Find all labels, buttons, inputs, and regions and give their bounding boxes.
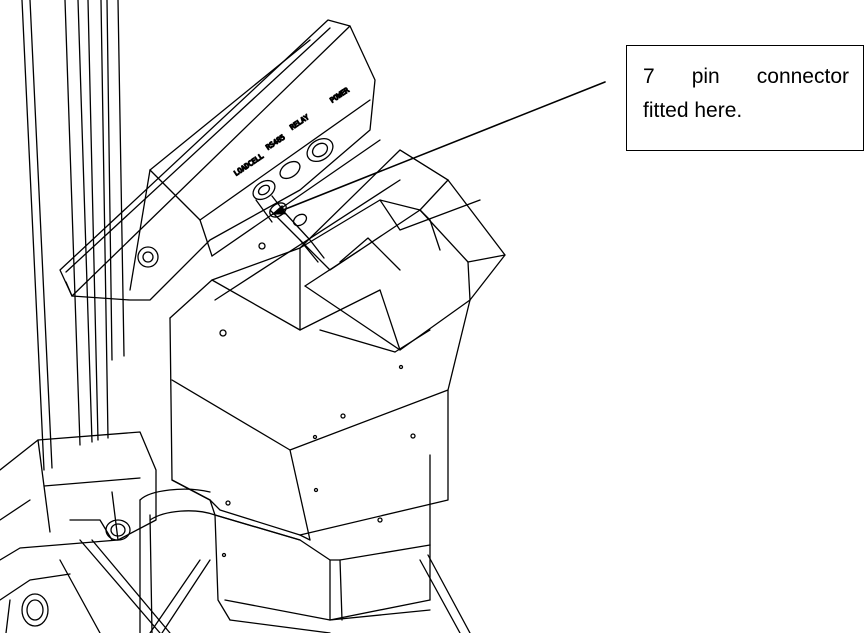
port-label-power: POWER — [329, 86, 352, 105]
callout-line-1: 7 pin connector — [643, 65, 849, 88]
stand-poles — [21, 0, 125, 471]
indicator-display — [59, 19, 401, 301]
callout-box: 7 pin connector fitted here. — [626, 45, 864, 151]
port-label-relay: RELAY — [289, 113, 312, 132]
port-label-rs485: RS485 — [265, 133, 287, 151]
base-column — [139, 454, 431, 633]
port-label-loadcell: LOADCELL — [233, 152, 265, 177]
enclosure-body — [169, 149, 506, 541]
callout-line-2: fitted here. — [643, 99, 743, 122]
callout-pointer — [271, 81, 606, 215]
base-legs — [149, 554, 471, 633]
clamp-bracket — [0, 431, 171, 633]
port-labels: LOADCELL RS485 RELAY POWER — [232, 85, 352, 178]
connectors — [252, 137, 441, 271]
